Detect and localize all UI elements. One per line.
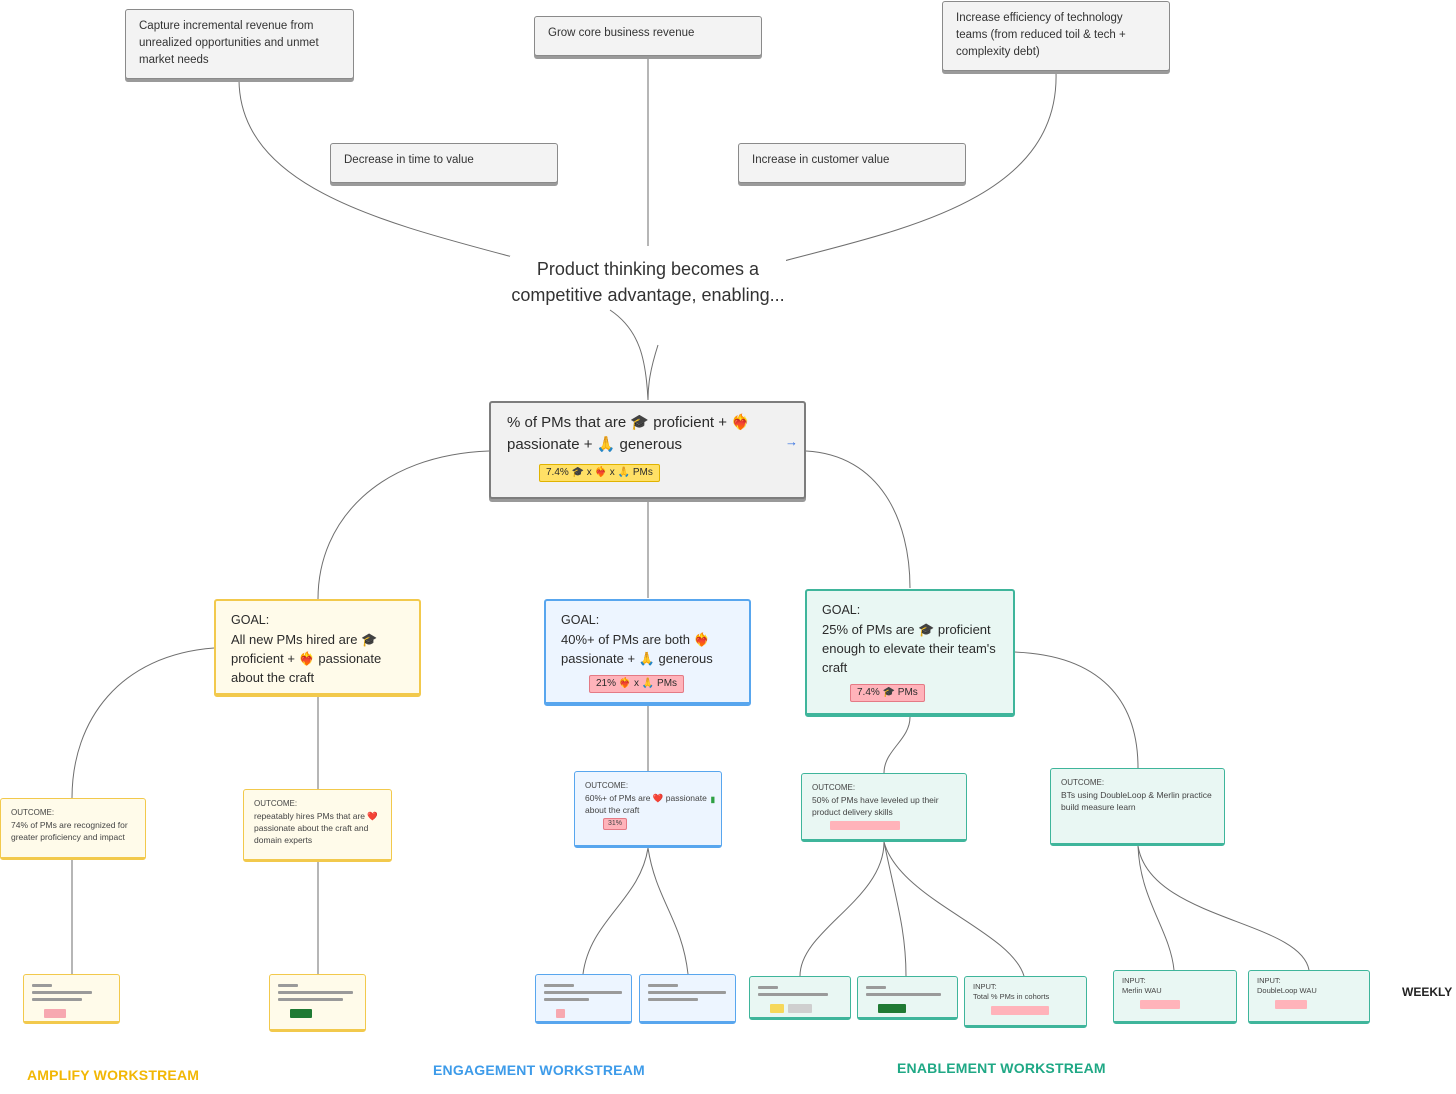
north-star-value-pill: 7.4% 🎓 x ❤️‍🔥 x 🙏 PMs: [539, 464, 660, 482]
top-outcome-text: Increase efficiency of technology teams …: [956, 12, 1126, 58]
goal-value-pill: 7.4% 🎓 PMs: [850, 684, 925, 702]
outcome-text: 50% of PMs have leveled up their product…: [812, 795, 939, 817]
top-outcome-text: Grow core business revenue: [548, 27, 695, 39]
goal-label: GOAL:: [561, 613, 600, 627]
input-card[interactable]: [535, 974, 632, 1024]
input-label: INPUT:: [1257, 976, 1281, 985]
input-card[interactable]: [269, 974, 366, 1032]
input-label: INPUT:: [973, 982, 997, 991]
input-card-doubleloop[interactable]: INPUT: DoubleLoop WAU: [1248, 970, 1370, 1024]
north-star-metric-card[interactable]: % of PMs that are 🎓 proficient + ❤️‍🔥 pa…: [489, 401, 806, 499]
outcome-value-pill: 31%: [603, 818, 628, 830]
placeholder-line: [544, 984, 574, 987]
value-chip: [878, 1004, 906, 1013]
value-chip: [290, 1009, 312, 1018]
top-outcome-text: Decrease in time to value: [344, 154, 474, 166]
input-card[interactable]: [857, 976, 958, 1020]
goal-text: 40%+ of PMs are both ❤️‍🔥 passionate + 🙏…: [561, 632, 713, 666]
top-outcome-text: Increase in customer value: [752, 154, 890, 166]
value-chip: [991, 1006, 1049, 1015]
goal-card-engagement[interactable]: GOAL: 40%+ of PMs are both ❤️‍🔥 passiona…: [544, 599, 751, 706]
placeholder-line: [648, 991, 726, 994]
workstream-label-engagement: ENGAGEMENT WORKSTREAM: [433, 1062, 645, 1078]
top-outcome-tech-efficiency[interactable]: Increase efficiency of technology teams …: [942, 1, 1170, 71]
input-card-cohorts[interactable]: INPUT: Total % PMs in cohorts: [964, 976, 1087, 1028]
value-chip: [44, 1009, 66, 1018]
value-chip: [788, 1004, 813, 1013]
goal-value-pill: 21% ❤️‍🔥 x 🙏 PMs: [589, 675, 685, 693]
placeholder-line: [32, 984, 52, 987]
placeholder-line: [278, 998, 343, 1001]
workstream-label-enablement: ENABLEMENT WORKSTREAM: [897, 1060, 1106, 1076]
value-chip: [1275, 1000, 1307, 1009]
outcome-value-pill: [830, 821, 900, 830]
input-text: DoubleLoop WAU: [1257, 986, 1317, 995]
arrow-right-icon[interactable]: →: [785, 434, 798, 449]
weekly-label: WEEKLY: [1402, 985, 1453, 999]
outcome-text: BTs using DoubleLoop & Merlin practice b…: [1061, 790, 1212, 812]
value-chip: [770, 1004, 784, 1013]
placeholder-line: [278, 984, 298, 987]
placeholder-line: [648, 984, 678, 987]
outcome-label: OUTCOME:: [812, 783, 856, 792]
outcome-card-recognized[interactable]: OUTCOME: 74% of PMs are recognized for g…: [0, 798, 146, 860]
goal-text: All new PMs hired are 🎓 proficient + ❤️‍…: [231, 632, 382, 685]
outcome-card-build-measure-learn[interactable]: OUTCOME: BTs using DoubleLoop & Merlin p…: [1050, 768, 1225, 846]
outcome-label: OUTCOME:: [585, 781, 629, 790]
value-chip: [1140, 1000, 1180, 1009]
outcome-label: OUTCOME:: [11, 808, 55, 817]
top-outcome-time-to-value[interactable]: Decrease in time to value: [330, 143, 558, 183]
workstream-label-amplify: AMPLIFY WORKSTREAM: [27, 1067, 200, 1083]
placeholder-line: [32, 991, 92, 994]
top-outcome-customer-value[interactable]: Increase in customer value: [738, 143, 966, 183]
value-chip: [556, 1009, 565, 1018]
input-card[interactable]: [639, 974, 736, 1024]
top-outcome-text: Capture incremental revenue from unreali…: [139, 20, 319, 66]
status-check-icon: ▮: [710, 795, 715, 804]
input-card[interactable]: [23, 974, 120, 1024]
placeholder-line: [648, 998, 698, 1001]
placeholder-line: [758, 993, 828, 996]
goal-label: GOAL:: [822, 603, 861, 617]
placeholder-line: [758, 986, 778, 989]
top-outcome-incremental-revenue[interactable]: Capture incremental revenue from unreali…: [125, 9, 354, 79]
placeholder-line: [32, 998, 82, 1001]
outcome-label: OUTCOME:: [1061, 778, 1105, 787]
outcome-text: 74% of PMs are recognized for greater pr…: [11, 820, 128, 842]
input-label: INPUT:: [1122, 976, 1146, 985]
outcome-label: OUTCOME:: [254, 799, 298, 808]
input-text: Total % PMs in cohorts: [973, 992, 1050, 1001]
placeholder-line: [278, 991, 353, 994]
input-text: Merlin WAU: [1122, 986, 1162, 995]
goal-card-amplify[interactable]: GOAL: All new PMs hired are 🎓 proficient…: [214, 599, 421, 697]
top-outcome-core-revenue[interactable]: Grow core business revenue: [534, 16, 762, 56]
outcome-card-delivery-skills[interactable]: OUTCOME: 50% of PMs have leveled up thei…: [801, 773, 967, 842]
placeholder-line: [866, 993, 941, 996]
outcome-text: repeatably hires PMs that are ❤️ passion…: [254, 811, 378, 845]
central-statement: Product thinking becomes a competitive a…: [510, 256, 786, 308]
outcome-text: 60%+ of PMs are ❤️ passionate about the …: [585, 793, 707, 815]
input-card-merlin[interactable]: INPUT: Merlin WAU: [1113, 970, 1237, 1024]
placeholder-line: [866, 986, 886, 989]
goal-text: 25% of PMs are 🎓 proficient enough to el…: [822, 622, 996, 675]
goal-card-enablement[interactable]: GOAL: 25% of PMs are 🎓 proficient enough…: [805, 589, 1015, 717]
outcome-card-passion[interactable]: OUTCOME: 60%+ of PMs are ❤️ passionate a…: [574, 771, 722, 848]
input-card[interactable]: [749, 976, 851, 1020]
goal-label: GOAL:: [231, 613, 270, 627]
placeholder-line: [544, 991, 622, 994]
north-star-metric-text: % of PMs that are 🎓 proficient + ❤️‍🔥 pa…: [507, 414, 750, 453]
outcome-card-hiring[interactable]: OUTCOME: repeatably hires PMs that are ❤…: [243, 789, 392, 862]
placeholder-line: [544, 998, 589, 1001]
